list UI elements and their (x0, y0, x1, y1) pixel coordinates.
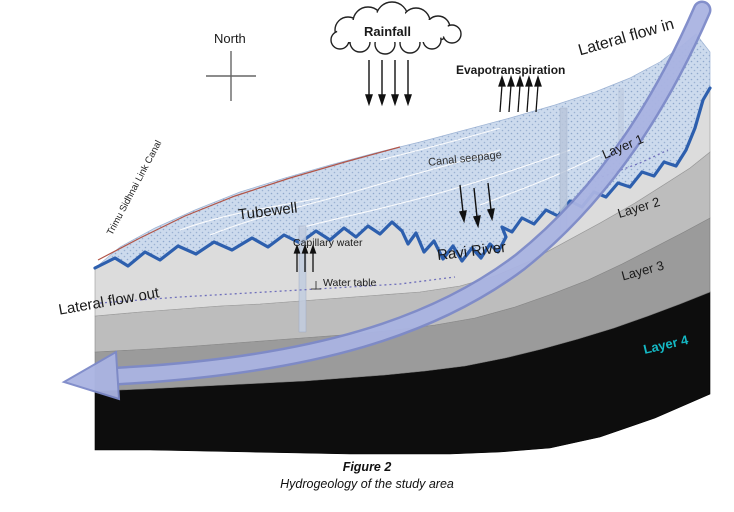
river-edge-line (93, 86, 712, 270)
figure-title: Hydrogeology of the study area (280, 477, 454, 491)
surface-channels (179, 127, 601, 236)
water-table-symbol (311, 281, 321, 290)
rainfall-label: Rainfall (364, 24, 411, 39)
capillary-arrows (293, 244, 317, 272)
north-label: North (214, 31, 246, 46)
link-canal-line (97, 146, 401, 261)
rain-arrows (365, 60, 412, 107)
water-table-label: Water table (323, 277, 377, 289)
figure-number: Figure 2 (342, 460, 392, 474)
tubewell-strips (298, 88, 624, 333)
evapotranspiration-label: Evapotranspiration (456, 63, 566, 77)
water-table-dotted-line (99, 149, 669, 304)
capillary-water-label: Capillary water (293, 237, 363, 249)
north-cross-icon (206, 51, 256, 101)
canal-seepage-arrows (458, 182, 495, 229)
rain-cloud-icon (330, 1, 462, 55)
evapotranspiration-arrows (498, 74, 542, 113)
lateral-flow-arrow (61, 0, 712, 401)
